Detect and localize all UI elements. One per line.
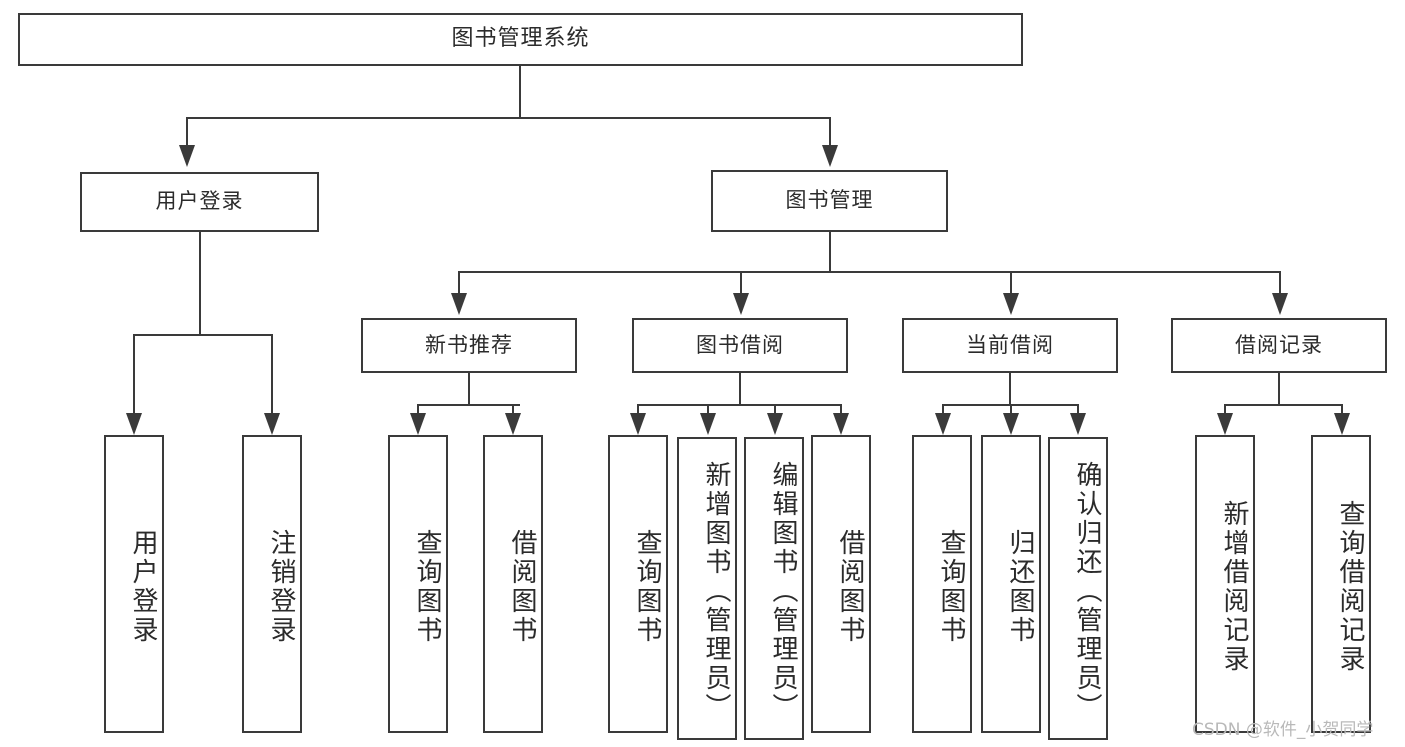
edge-records-drop-1 xyxy=(1224,404,1226,413)
arrow-to-recommend-borrow-book xyxy=(505,413,521,435)
arrow-to-book-borrow xyxy=(733,293,749,315)
node-label: 查询借阅记录 xyxy=(1335,500,1365,674)
edge-recommend-drop-1 xyxy=(417,404,419,413)
leaf-current-return-book[interactable]: 归还图书 xyxy=(981,435,1041,733)
arrow-to-borrow-query-book xyxy=(630,413,646,435)
node-label: 查询图书 xyxy=(936,529,966,645)
node-label: 图书管理 xyxy=(785,188,874,213)
edge-borrow-drop-1 xyxy=(637,404,639,413)
edge-borrow-bar xyxy=(637,404,841,406)
node-label: 注销登录 xyxy=(266,529,296,645)
leaf-records-add-record[interactable]: 新增借阅记录 xyxy=(1195,435,1255,733)
edge-records-drop-2 xyxy=(1341,404,1343,413)
edge-userlogin-drop-2 xyxy=(271,334,273,413)
node-label: 查询图书 xyxy=(632,529,662,645)
edge-bookmanage-drop-2 xyxy=(740,271,742,293)
leaf-borrow-edit-book[interactable]: 编辑图书（管理员） xyxy=(744,437,804,740)
arrow-to-records-add-record xyxy=(1217,413,1233,435)
node-label: 图书管理系统 xyxy=(451,26,590,52)
arrow-to-borrow-records xyxy=(1272,293,1288,315)
node-current-borrow[interactable]: 当前借阅 xyxy=(902,318,1118,373)
arrow-to-borrow-edit-book xyxy=(767,413,783,435)
edge-bookmanage-drop-3 xyxy=(1010,271,1012,293)
node-label: 查询图书 xyxy=(412,529,442,645)
edge-userlogin-drop-1 xyxy=(133,334,135,413)
edge-records-bar xyxy=(1224,404,1342,406)
node-label: 借阅图书 xyxy=(835,529,865,645)
arrow-to-recommend-query-book xyxy=(410,413,426,435)
node-user-login[interactable]: 用户登录 xyxy=(80,172,319,232)
node-label: 确认归还（管理员） xyxy=(1072,461,1102,722)
edge-userlogin-stem xyxy=(199,232,201,335)
arrow-to-borrow-add-book xyxy=(700,413,716,435)
edge-records-stem xyxy=(1278,373,1280,406)
node-label: 新增图书（管理员） xyxy=(701,461,731,722)
leaf-logout[interactable]: 注销登录 xyxy=(242,435,302,733)
node-label: 新增借阅记录 xyxy=(1219,500,1249,674)
leaf-recommend-query-book[interactable]: 查询图书 xyxy=(388,435,448,733)
arrow-to-new-book-recommend xyxy=(451,293,467,315)
edge-root-drop-left xyxy=(186,117,188,145)
node-label: 用户登录 xyxy=(155,189,244,214)
arrow-to-records-query-record xyxy=(1334,413,1350,435)
leaf-current-query-book[interactable]: 查询图书 xyxy=(912,435,972,733)
node-new-book-recommend[interactable]: 新书推荐 xyxy=(361,318,577,373)
node-label: 借阅图书 xyxy=(507,529,537,645)
leaf-user-login[interactable]: 用户登录 xyxy=(104,435,164,733)
node-label: 用户登录 xyxy=(128,529,158,645)
arrow-to-current-borrow xyxy=(1003,293,1019,315)
leaf-borrow-query-book[interactable]: 查询图书 xyxy=(608,435,668,733)
edge-current-drop-2 xyxy=(1010,404,1012,413)
node-book-management[interactable]: 图书管理 xyxy=(711,170,948,232)
leaf-current-confirm-return[interactable]: 确认归还（管理员） xyxy=(1048,437,1108,740)
edge-borrow-drop-3 xyxy=(774,404,776,413)
node-label: 当前借阅 xyxy=(966,332,1054,357)
arrow-to-current-return-book xyxy=(1003,413,1019,435)
node-label: 新书推荐 xyxy=(425,332,513,357)
edge-recommend-drop-2 xyxy=(512,404,514,413)
arrow-to-borrow-borrow-book xyxy=(833,413,849,435)
edge-recommend-bar xyxy=(417,404,520,406)
edge-recommend-stem xyxy=(468,373,470,406)
arrow-to-book-manage xyxy=(822,145,838,167)
edge-bookmanage-drop-4 xyxy=(1279,271,1281,293)
node-book-borrow[interactable]: 图书借阅 xyxy=(632,318,848,373)
edge-root-drop-right xyxy=(829,117,831,145)
node-label: 归还图书 xyxy=(1005,529,1035,645)
arrow-to-user-login xyxy=(179,145,195,167)
node-label: 编辑图书（管理员） xyxy=(768,461,798,722)
node-label: 借阅记录 xyxy=(1235,332,1323,357)
node-root-system[interactable]: 图书管理系统 xyxy=(18,13,1023,66)
edge-root-bar xyxy=(186,117,830,119)
edge-root-stem xyxy=(519,66,521,118)
leaf-records-query-record[interactable]: 查询借阅记录 xyxy=(1311,435,1371,733)
edge-bookmanage-drop-1 xyxy=(458,271,460,293)
node-borrow-records[interactable]: 借阅记录 xyxy=(1171,318,1387,373)
edge-bookmanage-stem xyxy=(829,232,831,273)
arrow-to-leaf-logout xyxy=(264,413,280,435)
edge-bookmanage-bar xyxy=(458,271,1280,273)
edge-userlogin-bar xyxy=(133,334,272,336)
arrow-to-leaf-user-login xyxy=(126,413,142,435)
edge-current-stem xyxy=(1009,373,1011,406)
leaf-recommend-borrow-book[interactable]: 借阅图书 xyxy=(483,435,543,733)
edge-borrow-stem xyxy=(739,373,741,406)
leaf-borrow-add-book[interactable]: 新增图书（管理员） xyxy=(677,437,737,740)
edge-borrow-drop-4 xyxy=(840,404,842,413)
node-label: 图书借阅 xyxy=(696,332,784,357)
arrow-to-current-query-book xyxy=(935,413,951,435)
edge-current-drop-3 xyxy=(1077,404,1079,413)
edge-current-drop-1 xyxy=(942,404,944,413)
leaf-borrow-borrow-book[interactable]: 借阅图书 xyxy=(811,435,871,733)
edge-borrow-drop-2 xyxy=(707,404,709,413)
arrow-to-current-confirm-return xyxy=(1070,413,1086,435)
